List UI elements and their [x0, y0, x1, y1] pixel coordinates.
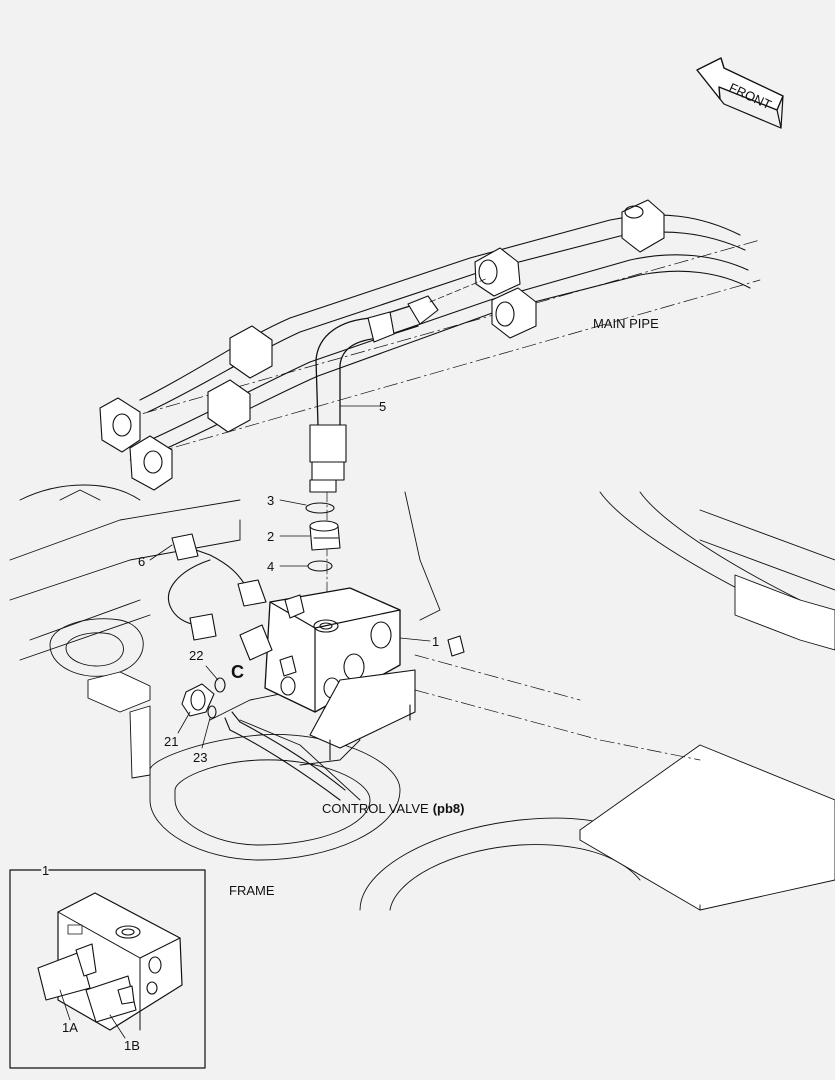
callout-1b: 1B — [124, 1038, 140, 1053]
hose-part-5 — [309, 277, 489, 641]
o-ring-part-3 — [305, 502, 335, 514]
callout-1: 1 — [432, 634, 439, 649]
control-valve-block-part-1 — [239, 587, 465, 761]
callout-22: 22 — [189, 648, 203, 663]
callout-2: 2 — [267, 529, 274, 544]
adapter-part-2 — [309, 520, 341, 551]
leader-lines — [149, 405, 431, 749]
fitting-part-21 — [181, 683, 215, 717]
main-pipe-assembly — [99, 199, 761, 491]
callout-4: 4 — [267, 559, 274, 574]
main-pipe-label: MAIN PIPE — [593, 316, 659, 331]
frame-label: FRAME — [229, 883, 275, 898]
control-valve-ref: (pb8) — [433, 801, 465, 816]
front-arrow-icon — [696, 57, 784, 129]
o-ring-part-4 — [307, 560, 333, 572]
wire-harness-part-6 — [167, 533, 267, 641]
control-valve-text: CONTROL VALVE — [322, 801, 429, 816]
o-ring-part-23 — [207, 705, 217, 719]
callout-5: 5 — [379, 399, 386, 414]
callout-21: 21 — [164, 734, 178, 749]
callout-23: 23 — [193, 750, 207, 765]
control-valve-label: CONTROL VALVE (pb8) — [322, 801, 464, 816]
callout-6: 6 — [138, 554, 145, 569]
callout-3: 3 — [267, 493, 274, 508]
o-ring-part-22 — [214, 677, 226, 693]
inset-detail — [9, 869, 206, 1069]
valve-hose-line — [224, 711, 346, 801]
frame-structure — [9, 484, 835, 911]
callout-1a: 1A — [62, 1020, 78, 1035]
section-mark-c: C — [231, 662, 244, 682]
inset-title: 1 — [42, 863, 49, 878]
